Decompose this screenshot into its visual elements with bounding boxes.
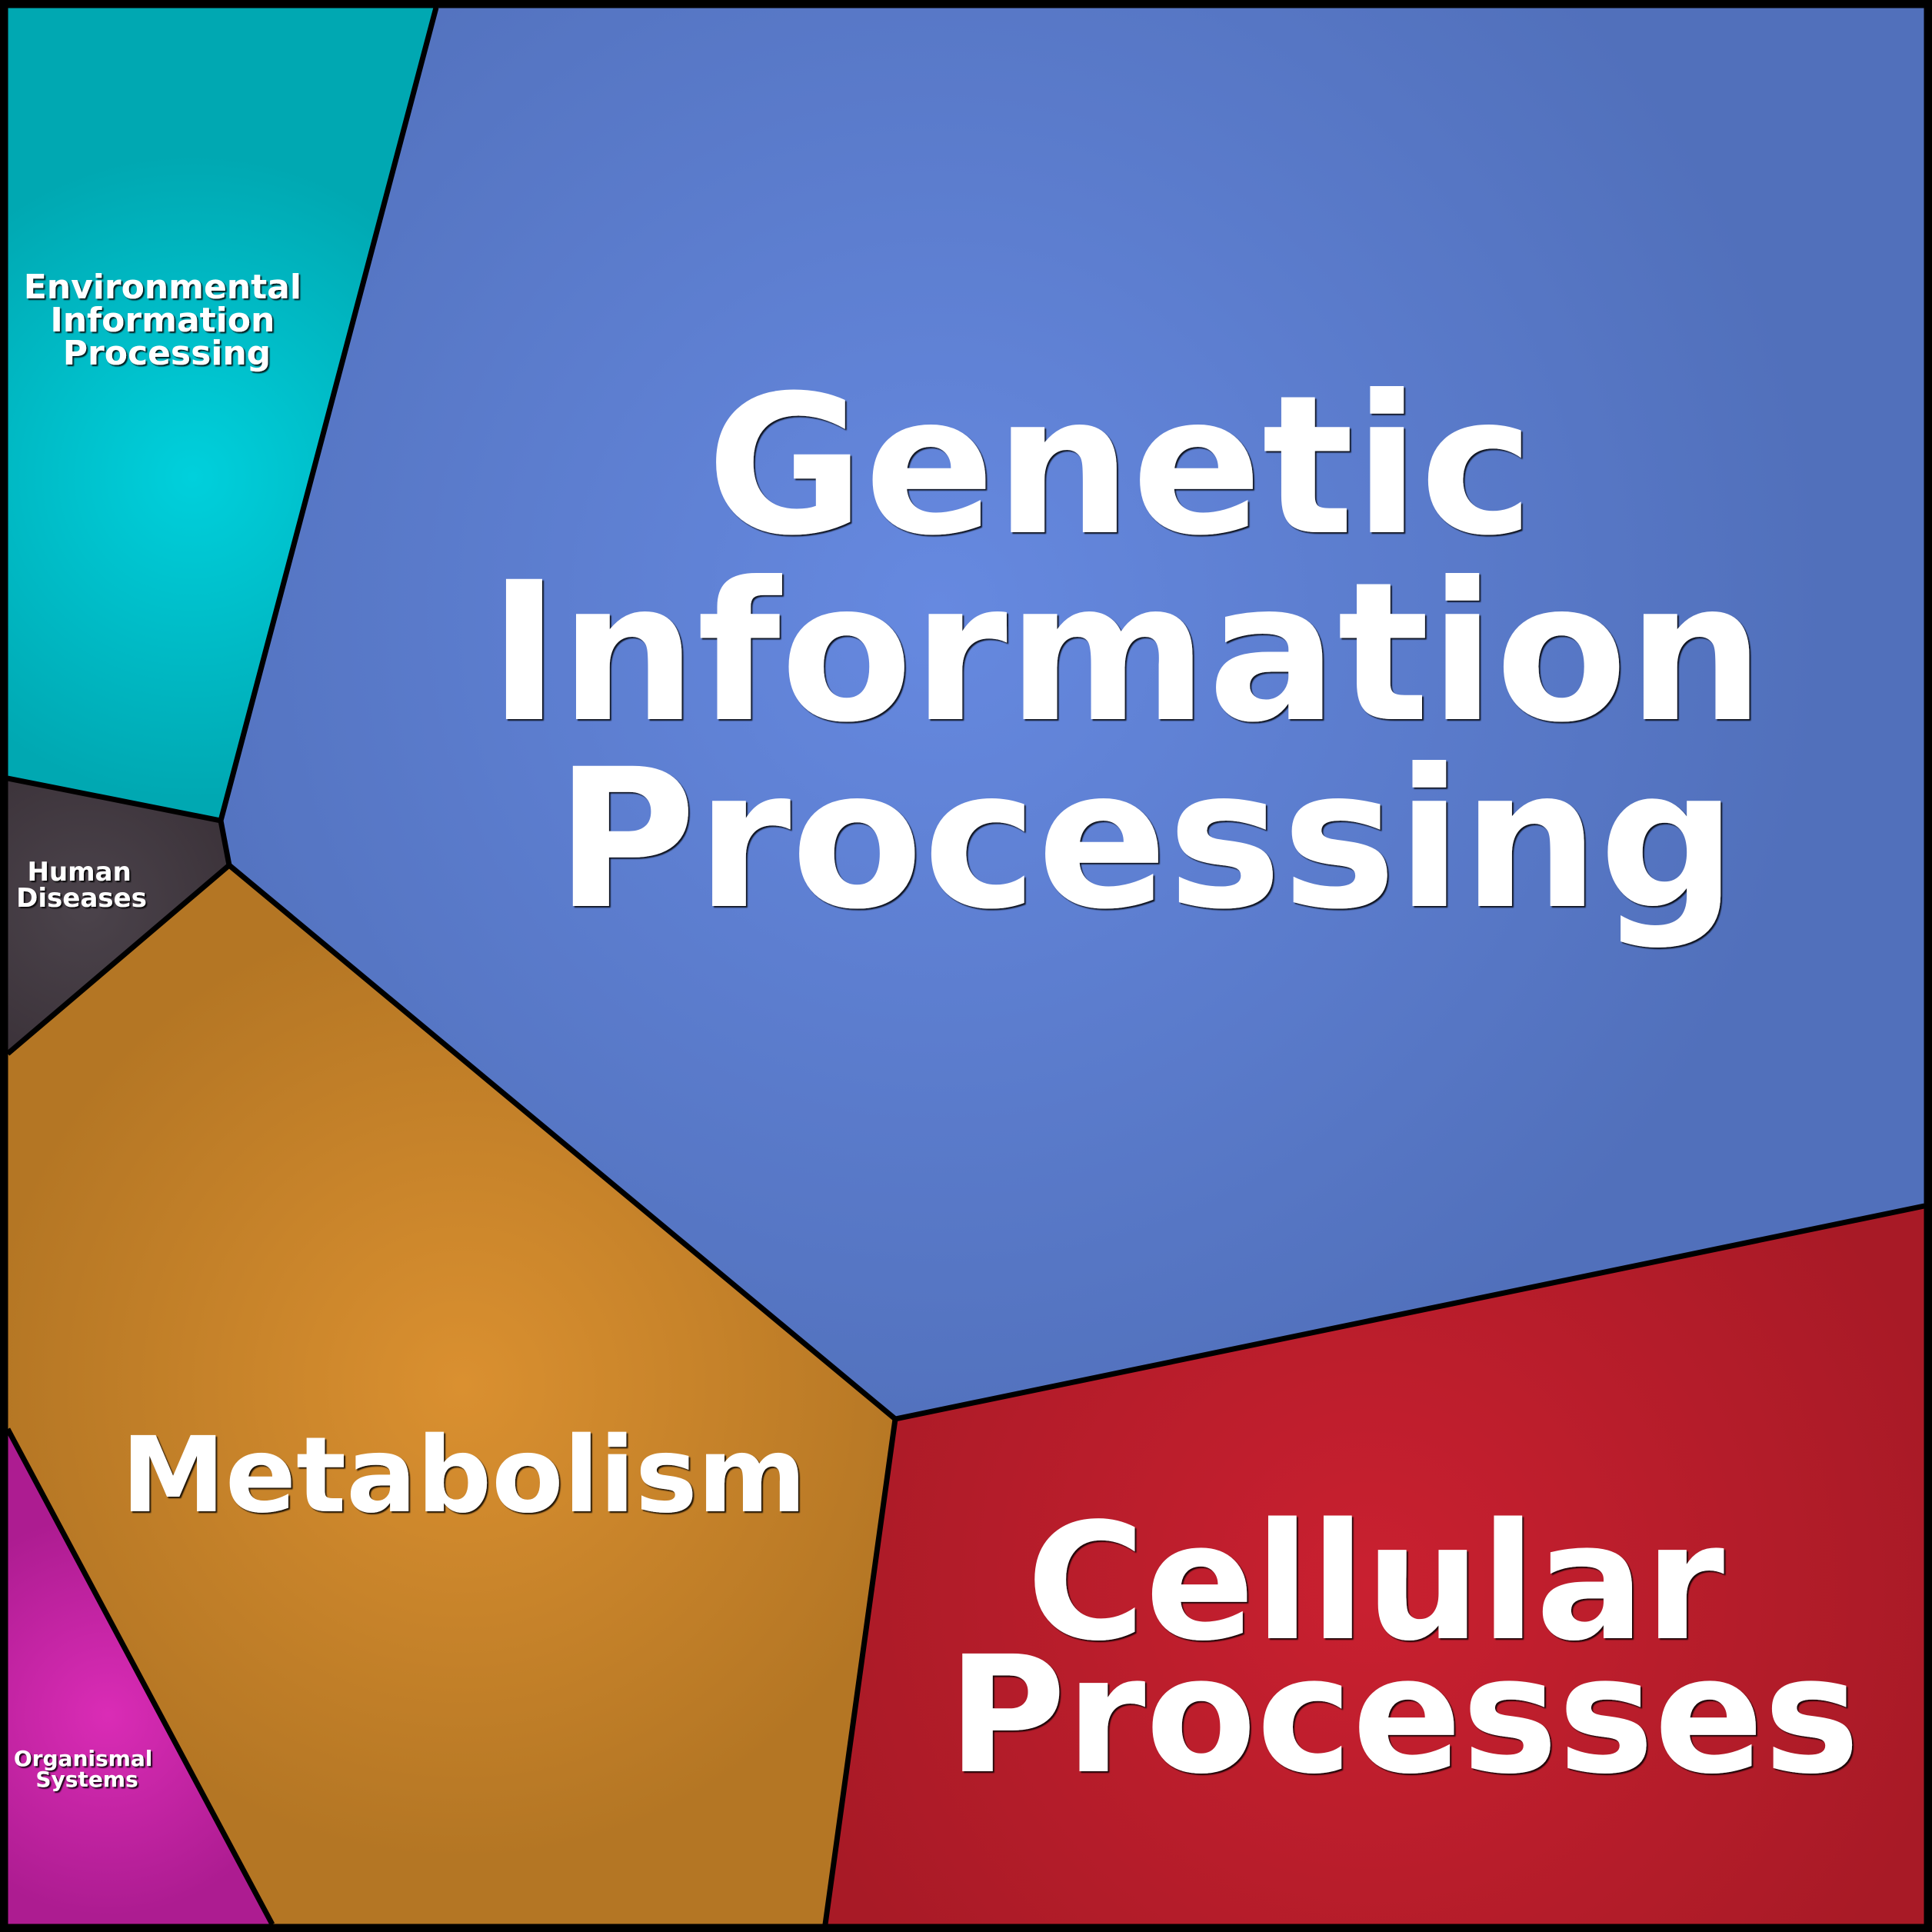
label-line: Information [50, 301, 275, 340]
label-line: Systems [35, 1767, 138, 1792]
label-line: Organismal [14, 1746, 152, 1771]
label-line: Processes [948, 1621, 1860, 1810]
border-genetic-environmental [218, 7, 439, 821]
label-line: Cellular [1027, 1488, 1724, 1677]
label-line: Diseases [16, 883, 147, 914]
label-line: Metabolism [121, 1415, 806, 1537]
label-line: Processing [63, 334, 271, 373]
border-environmental-human [7, 775, 222, 824]
label-environmental-information-processing: Environmental Information Processing [24, 268, 314, 373]
border-metabolism-cellular [822, 1418, 898, 1925]
label-genetic-information-processing: Genetic Information Processing [488, 354, 1831, 951]
cell-metabolism[interactable] [8, 865, 895, 1924]
cell-environmental-information-processing[interactable] [8, 8, 436, 821]
border-metabolism-genetic [227, 863, 898, 1421]
border-human-metabolism [5, 863, 232, 1056]
cell-genetic-information-processing[interactable] [221, 8, 1924, 1419]
label-line: Human [27, 857, 131, 888]
label-line: Processing [555, 728, 1737, 951]
border-metabolism-organismal [5, 1427, 275, 1926]
label-metabolism: Metabolism [121, 1415, 806, 1537]
label-cellular-processes: Cellular Processes [948, 1488, 1860, 1810]
label-organismal-systems: Organismal Systems [14, 1746, 160, 1792]
label-line: Environmental [24, 268, 301, 307]
border-genetic-cellular [894, 1203, 1925, 1422]
label-line: Genetic [707, 354, 1534, 578]
cell-cellular-processes[interactable] [825, 1206, 1924, 1924]
border-human-genetic [218, 820, 232, 866]
label-human-diseases: Human Diseases [16, 857, 147, 914]
label-line: Information [488, 541, 1764, 764]
cell-human-diseases[interactable] [8, 778, 229, 1054]
